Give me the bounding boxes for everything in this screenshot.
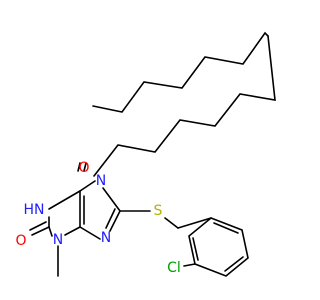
bond-n3-c2 [48,226,53,237]
benzene-inner-2 [224,256,244,272]
chlorine-label: Cl [167,260,181,276]
molecule-structure-svg: O N HN N S O N Cl [15,31,276,277]
nitrogen-9-label: N [101,230,111,246]
bond-c6-n1 [48,190,81,210]
oxygen-left-label: O [15,233,26,249]
dodecyl-chain [93,35,276,177]
nitrogen-3-label: N [53,232,63,248]
sulfur-label: S [154,203,163,219]
nh-label: HN [23,202,44,218]
bond-c4-n3 [64,226,81,236]
benzene-inner-3 [192,237,199,261]
nitrogen-7-label: N [96,173,106,189]
bond-s-ch2 [164,217,179,229]
oxygen-top-label: O [78,160,89,176]
bond-c2-o [31,226,50,236]
benzene-inner-1 [213,222,239,234]
bond-c8-n9 [109,210,121,232]
benzene-ring [188,217,249,277]
bond-n7-c8 [102,187,121,212]
bond-c6-o [83,162,87,172]
bond-ring-cl [183,263,196,267]
dodecyl-chain-upper [92,31,269,113]
molecule-diagram: O N HN N S O N Cl [15,31,276,277]
bond-ch2-ring [177,217,212,229]
nh-n-label: N [34,202,44,218]
nh-h-label: H [23,202,34,218]
bond-c8-n9-double [105,208,116,229]
bond-c6-o-double [77,162,81,172]
bond-n9-c4 [79,226,101,240]
bond-c2-o-double [29,221,47,231]
bond-c5-n7 [79,180,96,192]
